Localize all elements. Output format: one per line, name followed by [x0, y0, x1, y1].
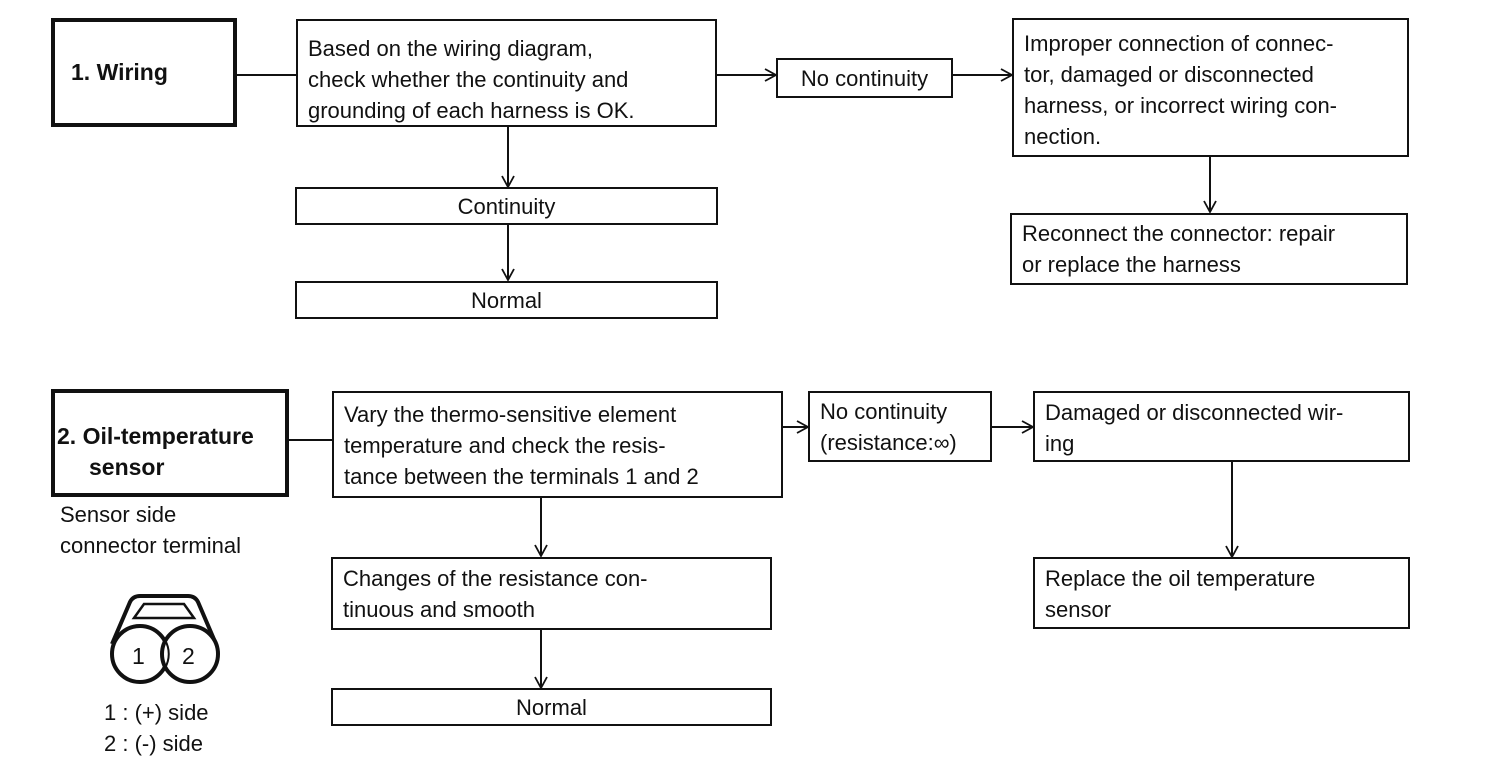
wiring-remedy-box: Reconnect the connector: repair or repla…	[1010, 213, 1408, 285]
sensor-check-box: Vary the thermo-sensitive element temper…	[332, 391, 783, 498]
sensor-result-box: Changes of the resistance con- tinuous a…	[331, 557, 772, 630]
connector-caption: Sensor side connector terminal	[60, 502, 241, 558]
sensor-remedy-box: Replace the oil temperature sensor	[1033, 557, 1410, 629]
sensor-normal-box: Normal	[331, 688, 772, 726]
pin-legend-plus: 1 : (+) side	[104, 700, 209, 725]
sensor-fault-box: Damaged or disconnected wir- ing	[1033, 391, 1410, 462]
wiring-title: 1. Wiring	[71, 59, 168, 85]
wiring-no-continuity-box: No continuity	[776, 58, 953, 98]
wiring-continuity-box: Continuity	[295, 187, 718, 225]
sensor-title-line1: 2. Oil-temperature	[57, 423, 254, 449]
wiring-normal-box: Normal	[295, 281, 718, 319]
pin-1-label: 1	[132, 643, 145, 669]
wiring-fault-box: Improper connection of connec- tor, dama…	[1012, 18, 1409, 157]
pin-2-label: 2	[182, 643, 195, 669]
sensor-title-line2: sensor	[89, 454, 165, 480]
sensor-no-continuity-box: No continuity (resistance:∞)	[808, 391, 992, 462]
wiring-check-box: Based on the wiring diagram, check wheth…	[296, 19, 717, 127]
wiring-title-box: 1. Wiring	[51, 18, 237, 127]
sensor-title-box: 2. Oil-temperature sensor	[51, 389, 289, 497]
pin-legend-minus: 2 : (-) side	[104, 731, 204, 756]
connector-terminal-icon	[110, 594, 220, 684]
